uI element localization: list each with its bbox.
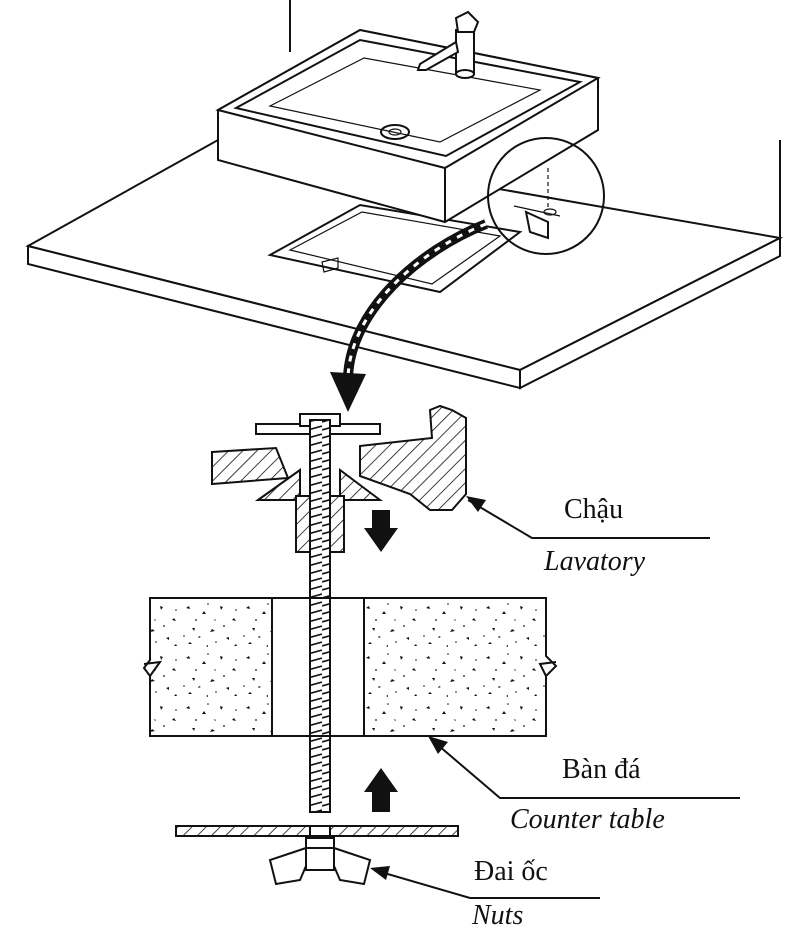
- faucet: [416, 10, 480, 79]
- counter-label-en: Counter table: [510, 804, 665, 835]
- lavatory-basin: [215, 28, 601, 224]
- lavatory-label-en: Lavatory: [544, 546, 646, 577]
- up-arrow-icon: [364, 768, 398, 812]
- leader-lines: [370, 496, 740, 899]
- counter-label-vi: Bàn đá: [562, 754, 641, 785]
- cone-washer: [254, 468, 301, 501]
- counter-cutout: [267, 203, 523, 294]
- lavatory-label-vi: Chậu: [564, 494, 624, 525]
- down-arrow-icon: [364, 510, 398, 552]
- isometric-counter-view: [25, 0, 784, 412]
- detail-circle: [487, 137, 605, 255]
- curved-arrow-icon: [330, 219, 488, 412]
- section-view: [142, 404, 558, 886]
- counter-table-section: [142, 597, 558, 737]
- wing-nut-icon: [268, 837, 372, 886]
- nuts-label-en: Nuts: [472, 900, 524, 931]
- nuts-label-vi: Đai ốc: [474, 856, 548, 887]
